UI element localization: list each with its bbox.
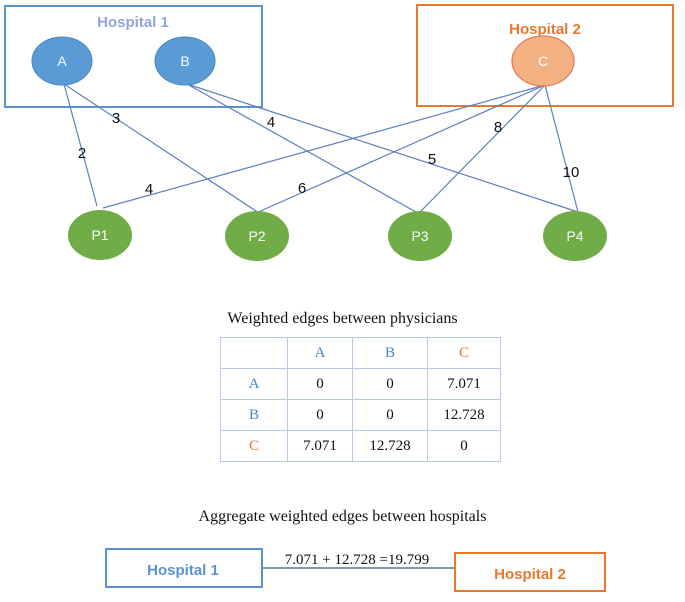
table-header-B: B xyxy=(352,337,428,369)
hospital-2-label: Hospital 2 xyxy=(509,21,581,38)
aggregate-equation: 7.071 + 12.728 =19.799 xyxy=(285,552,429,568)
aggregate-hospital-1-label: Hospital 1 xyxy=(147,562,219,579)
weight-B-P4: 5 xyxy=(428,151,436,168)
node-P3 xyxy=(388,211,452,261)
table-cell: 12.728 xyxy=(427,399,501,431)
weight-C-P1: 4 xyxy=(145,181,153,198)
edge-B-P4 xyxy=(186,83,579,213)
node-B xyxy=(154,36,216,86)
node-P1 xyxy=(68,210,132,260)
weight-A-P1: 2 xyxy=(78,145,86,162)
aggregate-hospital-2-label: Hospital 2 xyxy=(494,566,566,583)
weight-C-P3: 8 xyxy=(494,119,502,136)
table-cell: 7.071 xyxy=(287,430,353,462)
edges xyxy=(63,83,579,214)
table-row: A 0 0 7.071 xyxy=(220,368,501,400)
edge-B-P3 xyxy=(186,83,417,213)
table-cell: 0 xyxy=(287,399,353,431)
table-header-C: C xyxy=(427,337,501,369)
row-label-B: B xyxy=(220,399,288,431)
node-A-label: A xyxy=(57,53,67,69)
node-P3-label: P3 xyxy=(411,228,428,244)
weight-C-P2: 6 xyxy=(298,180,306,197)
node-C xyxy=(511,35,575,87)
weight-C-P4: 10 xyxy=(563,164,580,181)
edge-C-P4 xyxy=(544,84,579,213)
matrix-title: Weighted edges between physicians xyxy=(227,310,458,327)
table-corner-cell xyxy=(220,337,288,369)
weighted-edges-table: A B C A 0 0 7.071 B 0 0 12.728 C 7.071 1… xyxy=(220,337,501,462)
node-P4 xyxy=(543,211,607,261)
aggregate-hospital-2-box xyxy=(454,552,606,592)
edge-A-P2 xyxy=(63,83,260,214)
edge-A-P1 xyxy=(63,83,98,207)
table-header-A: A xyxy=(287,337,353,369)
weight-A-P2: 3 xyxy=(112,110,120,127)
node-C-label: C xyxy=(538,53,548,69)
table-cell: 0 xyxy=(352,368,428,400)
row-label-A: A xyxy=(220,368,288,400)
edge-C-P1 xyxy=(102,84,546,209)
weight-B-P3: 4 xyxy=(267,114,275,131)
table-cell: 7.071 xyxy=(427,368,501,400)
table-row: C 7.071 12.728 0 xyxy=(220,430,501,462)
node-P2 xyxy=(225,211,289,261)
node-P4-label: P4 xyxy=(566,228,583,244)
hospital-1-label: Hospital 1 xyxy=(97,14,169,31)
aggregate-title: Aggregate weighted edges between hospita… xyxy=(198,508,487,525)
table-header-row: A B C xyxy=(220,337,501,369)
edge-weights: 2 3 4 5 4 6 8 10 xyxy=(78,110,580,198)
node-P2-label: P2 xyxy=(248,228,265,244)
node-P1-label: P1 xyxy=(91,227,108,243)
table-cell: 0 xyxy=(427,430,501,462)
table-cell: 12.728 xyxy=(352,430,428,462)
table-row: B 0 0 12.728 xyxy=(220,399,501,431)
node-A xyxy=(31,36,93,86)
edge-C-P2 xyxy=(255,84,546,214)
edge-C-P3 xyxy=(419,84,546,213)
node-B-label: B xyxy=(180,53,189,69)
aggregate-hospital-1-box xyxy=(105,548,263,588)
table-cell: 0 xyxy=(352,399,428,431)
table-cell: 0 xyxy=(287,368,353,400)
row-label-C: C xyxy=(220,430,288,462)
